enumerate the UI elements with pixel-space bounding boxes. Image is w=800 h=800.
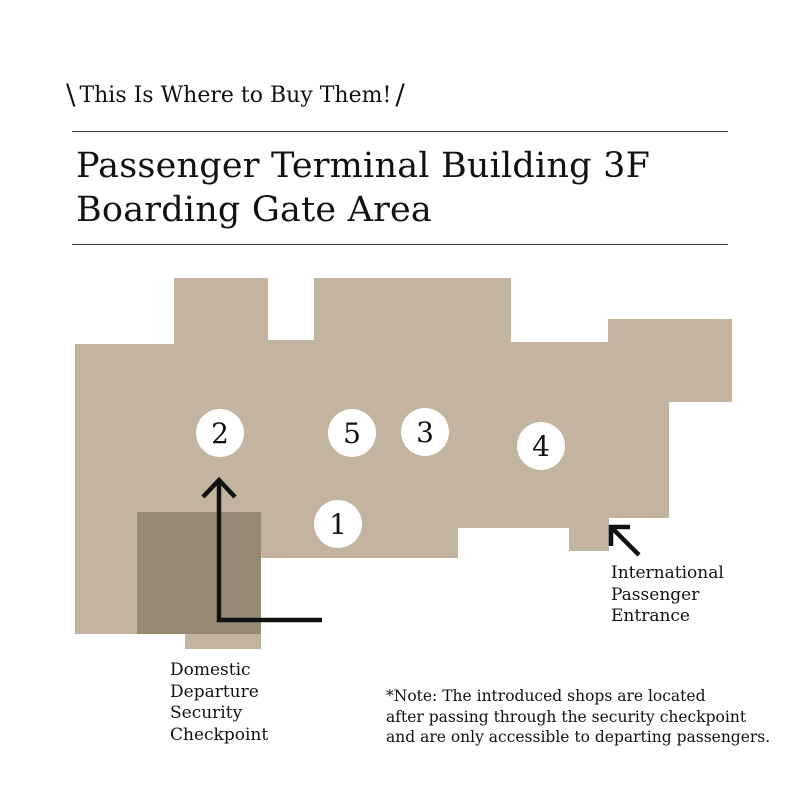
shop-marker-3-number: 3 [416,416,434,449]
tagline-slash-right: / [395,78,405,111]
shop-marker-2-number: 2 [211,417,229,450]
top-divider [72,131,728,132]
domestic-label-line-4: Checkpoint [170,724,269,745]
title-line-2: Boarding Gate Area [76,190,432,230]
footnote-line-2: after passing through the security check… [386,707,747,726]
footnote: *Note: The introduced shops are located … [386,686,770,748]
international-entrance-label: International Passenger Entrance [611,563,724,628]
international-label-line-3: Entrance [611,606,690,626]
shop-marker-5: 5 [328,409,376,457]
security-checkpoint-area [137,512,261,634]
domestic-label-line-3: Security [170,703,243,723]
footnote-line-1: *Note: The introduced shops are located [386,687,706,705]
route-arrow-line [216,482,322,623]
shop-marker-4: 4 [517,422,565,470]
footnote-line-3: and are only accessible to departing pas… [386,728,771,746]
page-title: Passenger Terminal Building 3F Boarding … [76,144,650,232]
title-line-1: Passenger Terminal Building 3F [76,146,651,186]
tagline: \This Is Where to Buy Them!/ [62,80,409,111]
shop-marker-1: 1 [314,500,362,548]
domestic-label-line-1: Domestic [170,660,251,680]
shop-marker-4-number: 4 [532,430,550,463]
shop-marker-3: 3 [401,408,449,456]
shop-marker-1-number: 1 [329,508,347,541]
international-label-line-1: International [611,563,724,583]
international-label-line-2: Passenger [611,584,700,605]
shop-marker-2: 2 [196,409,244,457]
domestic-checkpoint-label: Domestic Departure Security Checkpoint [170,660,268,746]
route-arrowhead [201,476,237,499]
tagline-slash-left: \ [66,78,76,111]
entrance-arrowhead [608,524,630,546]
entrance-arrow-line [609,525,641,557]
bottom-divider [72,244,728,245]
tagline-text: This Is Where to Buy Them! [79,83,392,108]
domestic-label-line-2: Departure [170,681,259,702]
shop-marker-5-number: 5 [343,417,361,450]
